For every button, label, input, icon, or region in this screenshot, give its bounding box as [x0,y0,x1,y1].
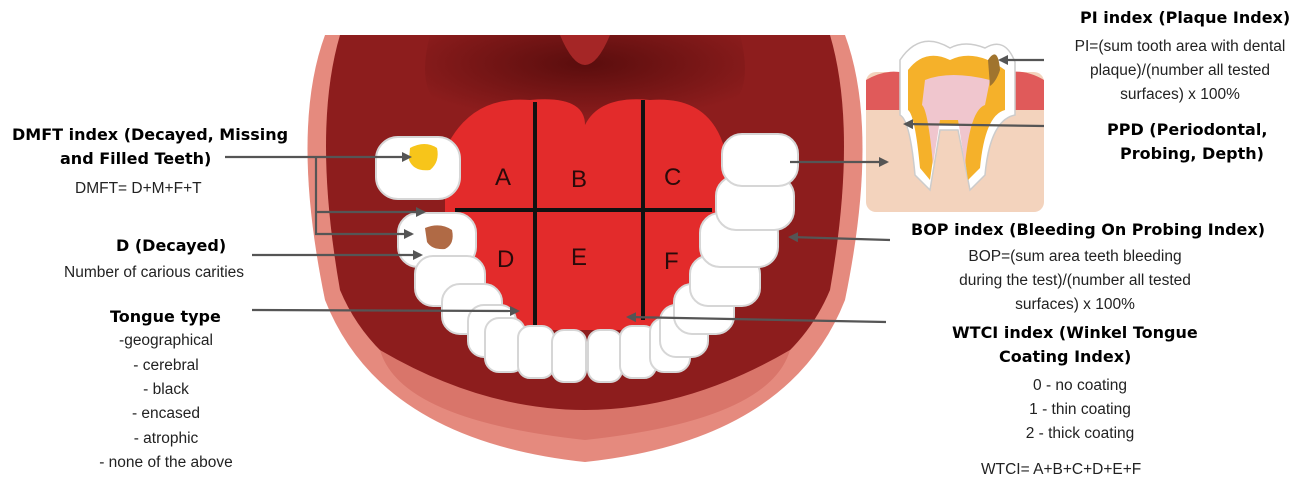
zone-label-f: F [664,248,679,275]
wtci-level: 1 - thin coating [980,401,1180,419]
tongue-type-item: - atrophic [66,430,266,448]
tongue-type-item: - encased [66,405,266,423]
bop-formula-line2: during the test)/(number all tested [930,272,1220,290]
zone-label-c: C [664,164,681,191]
wtci-title-line1: WTCI index (Winkel Tongue [952,323,1198,342]
zone-label-d: D [497,246,514,273]
tongue-type-item: - none of the above [66,454,266,472]
bop-formula-line3: surfaces) x 100% [930,296,1220,314]
ppd-title-line1: PPD (Periodontal, [1107,120,1267,139]
zone-label-e: E [571,244,587,271]
pi-title: PI index (Plaque Index) [1080,8,1290,27]
wtci-title-line2: Coating Index) [999,347,1131,366]
zone-label-b: B [571,166,587,193]
decayed-description: Number of carious carities [64,264,244,282]
dmft-title-line1: DMFT index (Decayed, Missing [12,125,288,144]
dmft-formula: DMFT= D+M+F+T [75,180,202,198]
tooth-incisor-4 [588,330,622,382]
bop-title: BOP index (Bleeding On Probing Index) [911,220,1265,239]
decayed-title: D (Decayed) [116,236,226,255]
dmft-title-line2: and Filled Teeth) [60,149,211,168]
wtci-level: 0 - no coating [980,377,1180,395]
pi-formula-line1: PI=(sum tooth area with dental [1050,38,1310,56]
bop-formula-line1: BOP=(sum area teeth bleeding [930,248,1220,266]
wtci-formula: WTCI= A+B+C+D+E+F [981,461,1141,479]
tooth-incisor-2 [518,326,554,378]
tooth-incisor-3 [552,330,586,382]
tongue-type-item: - black [66,381,266,399]
tooth-right-molar-0 [722,134,798,186]
ppd-title-line2: Probing, Depth) [1120,144,1264,163]
pi-formula-line3: surfaces) x 100% [1050,86,1310,104]
tongue-type-title: Tongue type [110,307,221,326]
tongue-type-connector [252,310,518,311]
zone-label-a: A [495,164,511,191]
tongue-type-item: -geographical [66,332,266,350]
pi-formula-line2: plaque)/(number all tested [1050,62,1310,80]
tongue-type-item: - cerebral [66,357,266,375]
wtci-level: 2 - thick coating [980,425,1180,443]
